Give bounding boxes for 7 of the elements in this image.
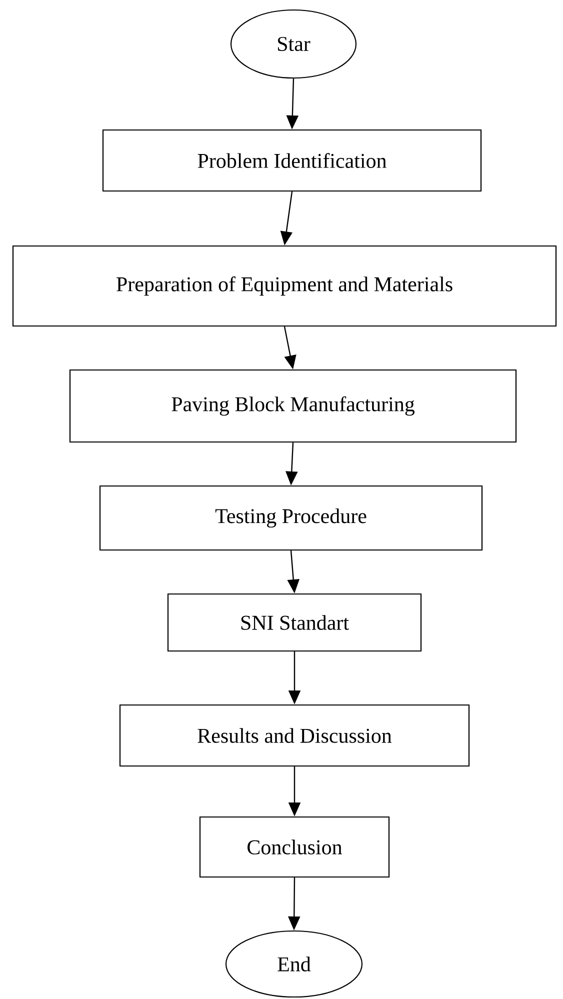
process-box: SNI Standart <box>167 593 422 652</box>
process-box: Testing Procedure <box>99 485 483 551</box>
process-box: Preparation of Equipment and Materials <box>12 245 557 327</box>
process-box: Problem Identification <box>102 129 482 192</box>
process-box: Paving Block Manufacturing <box>69 369 517 443</box>
process-box: Results and Discussion <box>119 704 470 767</box>
process-box: Conclusion <box>199 816 390 878</box>
